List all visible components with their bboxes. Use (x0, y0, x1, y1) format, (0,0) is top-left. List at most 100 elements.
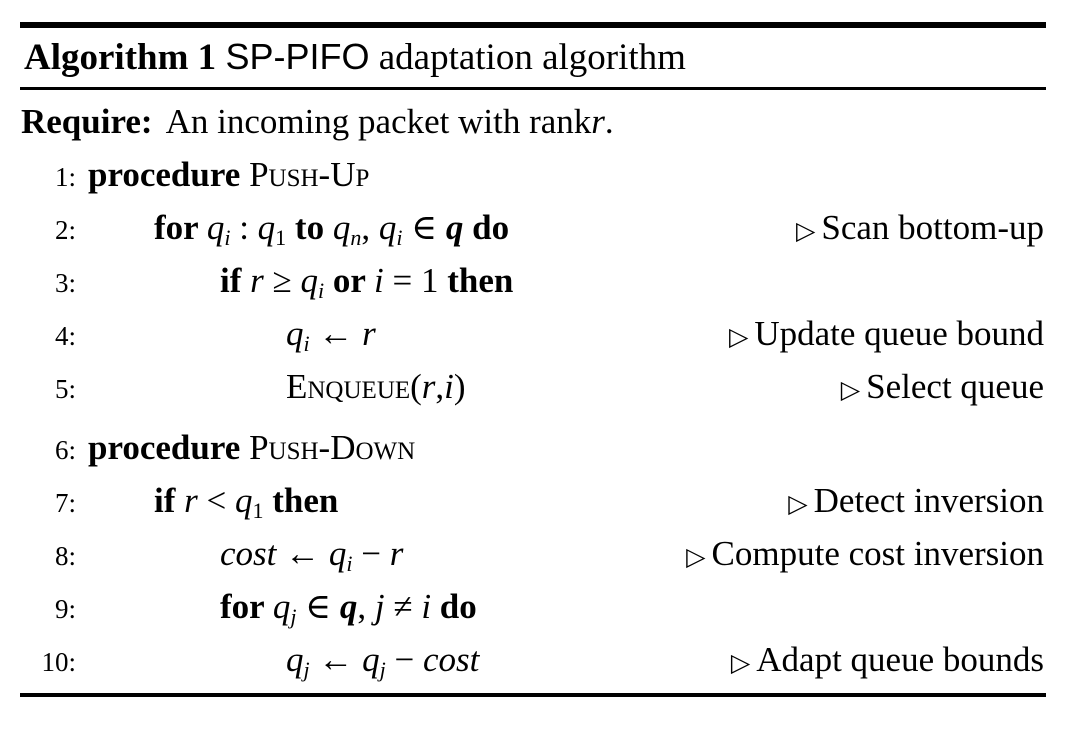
line-number: 6: (54, 435, 76, 465)
code-segment: i (396, 225, 403, 250)
line-code: procedure Push-Down (88, 421, 415, 474)
code-segment: − (352, 534, 390, 573)
algorithm-system-name: SP-PIFO (225, 36, 370, 77)
code-segment: i (303, 331, 310, 356)
comment-triangle-icon: ▷ (730, 648, 751, 677)
code-segment: i (444, 367, 454, 406)
code-segment: i (346, 551, 353, 576)
algo-line-8: 8:cost ← qi − r▷Compute cost inversion (20, 527, 1046, 580)
line-code: if r ≥ qi or i = 1 then (88, 254, 513, 317)
code-segment: Enqueue (286, 367, 411, 406)
code-segment: q (257, 208, 276, 247)
require-period: . (604, 102, 614, 141)
code-segment: q (362, 640, 380, 679)
code-segment: q (332, 208, 351, 247)
line-code: for qi : q1 to qn, qi ∈ q do (88, 201, 509, 264)
code-segment: do (463, 208, 510, 247)
algo-line-9: 9:for qj ∈ q, j ≠ i do (20, 580, 1046, 633)
code-segment: ( (410, 367, 422, 406)
code-segment: Push-Down (249, 428, 416, 467)
code-segment: r (184, 481, 198, 520)
code-segment: for (154, 208, 207, 247)
inline-comment: ▷Scan bottom-up (796, 201, 1046, 257)
code-segment: r (421, 367, 436, 406)
code-segment: r (250, 261, 264, 300)
code-segment: q (286, 314, 304, 353)
code-segment: do (431, 587, 477, 626)
code-segment: , (361, 208, 379, 247)
code-segment: j (379, 657, 386, 682)
line-code: if r < q1 then (88, 474, 338, 537)
line-number: 3: (54, 268, 76, 298)
comment-triangle-icon: ▷ (788, 489, 808, 518)
code-segment: q (300, 261, 318, 300)
algo-line-2: 2:for qi : q1 to qn, qi ∈ q do▷Scan bott… (20, 201, 1046, 254)
code-segment: procedure (88, 155, 250, 194)
code-segment: q (235, 481, 253, 520)
comment-triangle-icon: ▷ (686, 542, 706, 571)
code-segment: ∈ (402, 208, 446, 247)
algorithm-header: Algorithm 1 SP-PIFO adaptation algorithm (20, 28, 1046, 90)
code-segment: j (374, 587, 385, 626)
inline-comment: ▷Update queue bound (729, 307, 1046, 363)
code-segment: procedure (88, 428, 250, 467)
code-segment: i (224, 225, 231, 250)
algo-line-1: 1:procedure Push-Up (20, 148, 1046, 201)
line-code: qi ← r (88, 307, 376, 370)
bottom-rule (20, 693, 1046, 697)
code-segment: to (286, 208, 333, 247)
code-segment: i (374, 261, 384, 300)
algorithm-float: Algorithm 1 SP-PIFO adaptation algorithm… (20, 22, 1046, 697)
require-var: r (591, 102, 605, 141)
inline-comment: ▷Select queue (841, 360, 1046, 416)
page: { "page": { "background": "#ffffff", "te… (0, 22, 1066, 736)
line-code: Enqueue(r,i) (88, 360, 466, 413)
code-segment: ← (309, 640, 363, 679)
code-segment: ≠ (384, 587, 422, 626)
line-code: procedure Push-Up (88, 148, 369, 201)
code-segment: ) (453, 367, 466, 406)
line-number: 7: (54, 488, 76, 518)
code-segment: or (324, 261, 375, 300)
code-segment: if (220, 261, 251, 300)
code-segment: ≥ (263, 261, 301, 300)
algo-line-3: 3:if r ≥ qi or i = 1 then (20, 254, 1046, 307)
require-line: Require: An incoming packet with rank r … (20, 95, 1046, 148)
code-segment: r (389, 534, 404, 573)
code-segment: then (438, 261, 514, 300)
code-segment: i (421, 587, 432, 626)
code-segment: < (197, 481, 236, 520)
inline-comment: ▷Adapt queue bounds (731, 633, 1046, 689)
code-segment: i (317, 278, 325, 303)
algo-line-7: 7:if r < q1 then▷Detect inversion (20, 474, 1046, 527)
code-segment: ∈ (296, 587, 340, 626)
line-number: 9: (54, 594, 76, 624)
line-code: cost ← qi − r (88, 527, 403, 590)
algo-line-6: 6: procedure Push-Down (20, 421, 1046, 474)
comment-text: Adapt queue bounds (756, 640, 1044, 679)
code-segment: : (230, 208, 258, 247)
code-segment: for (220, 587, 273, 626)
line-number: 5: (54, 374, 76, 404)
algo-line-5: 5: Enqueue(r,i) ▷Select queue (20, 360, 1046, 413)
code-segment: , (357, 587, 375, 626)
top-rule (20, 22, 1046, 28)
comment-text: Compute cost inversion (711, 534, 1044, 573)
require-text: An incoming packet with rank (165, 102, 592, 141)
algorithm-body: Require: An incoming packet with rank r … (20, 90, 1046, 686)
line-number: 2: (54, 215, 76, 245)
line-code: for qj ∈ q, j ≠ i do (88, 580, 477, 643)
comment-text: Select queue (866, 367, 1044, 406)
comment-triangle-icon: ▷ (796, 216, 816, 245)
code-segment: cost (423, 640, 480, 679)
code-segment: 1 (275, 225, 287, 250)
code-segment: r (362, 314, 376, 353)
code-segment: 1 (252, 498, 264, 523)
require-keyword: Require: (21, 102, 153, 141)
code-segment: then (263, 481, 339, 520)
code-segment: q (378, 208, 397, 247)
code-segment: n (350, 225, 362, 250)
comment-triangle-icon: ▷ (840, 375, 861, 404)
algo-line-10: 10:qj ← qj − cost▷Adapt queue bounds (20, 633, 1046, 686)
